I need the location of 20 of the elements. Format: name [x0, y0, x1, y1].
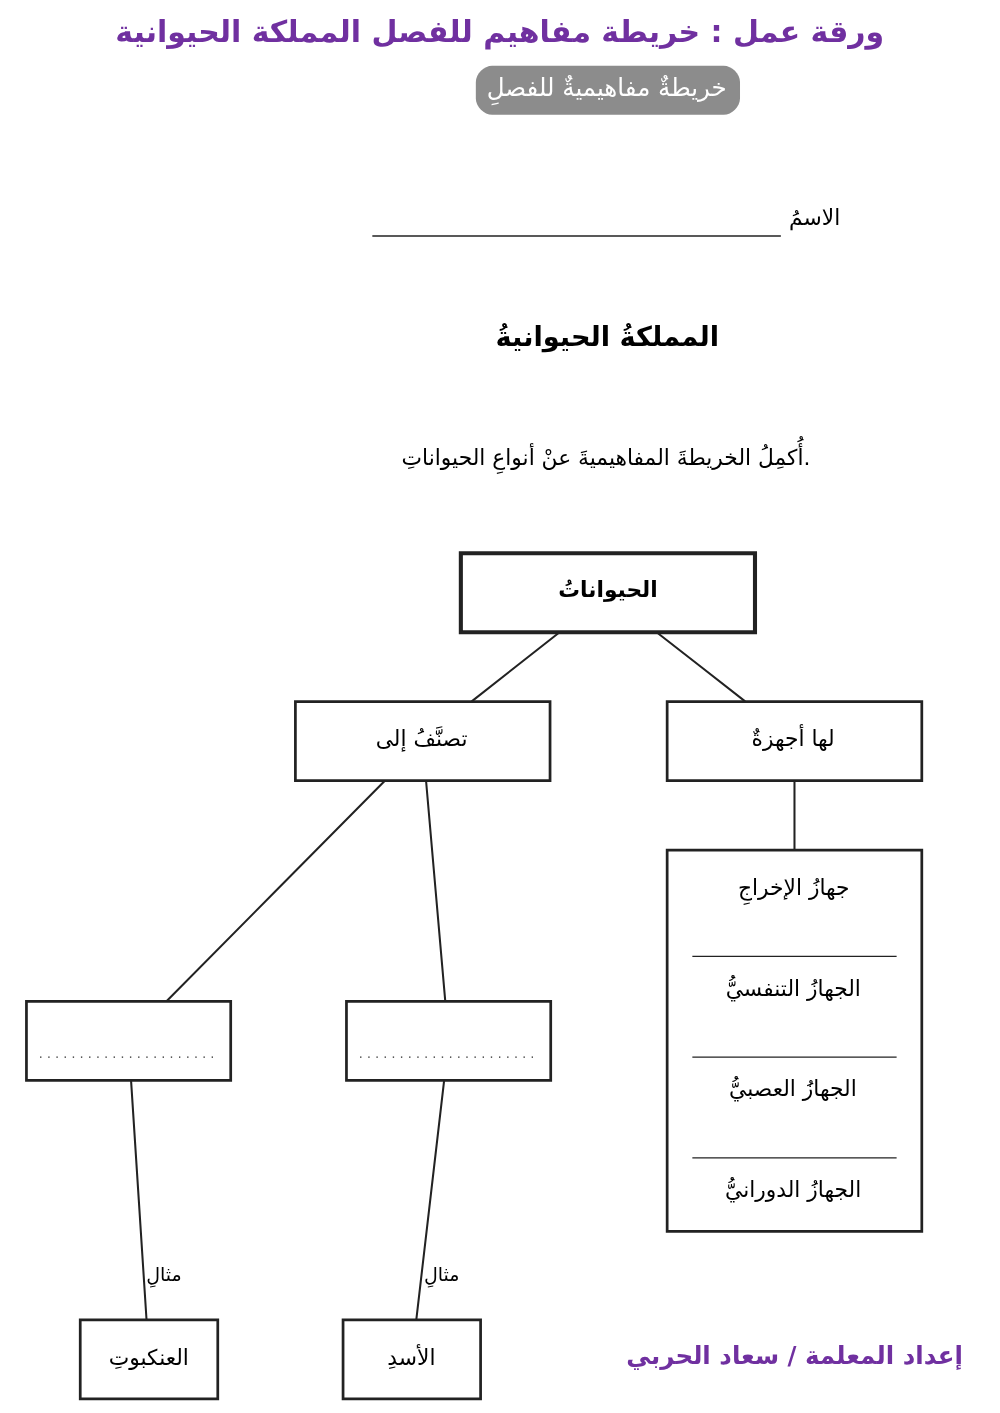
node-box: تصنَّفُ إلى	[294, 700, 552, 783]
node-box	[25, 999, 233, 1082]
node-box: العنكبوتِ	[78, 1318, 220, 1401]
node-box: جهازُ الإخراجِ الجهازُ التنفسيُّ الجهازُ العصبيُّ الجهازُ الدورانيُّ	[665, 848, 924, 1233]
label: خريطةٌ مفاهيميةٌ للفصلِ	[486, 73, 727, 103]
connector	[415, 1080, 446, 1320]
connector	[425, 780, 447, 1001]
diagram-title: ورقة عمل : خريطة مفاهيم للفصل المملكة الحيوانية	[115, 14, 885, 50]
node-box: الأسدِ	[341, 1318, 482, 1401]
connector	[793, 780, 796, 850]
connector	[656, 631, 746, 703]
caption: إعداد المعلمة / سعاد الحربي	[626, 1341, 963, 1371]
node-box: لها أجهزةٌ	[665, 700, 924, 783]
connector	[471, 631, 560, 703]
label: الاسمُ	[789, 204, 841, 230]
node-box: الحيواناتُ	[458, 551, 758, 635]
connector	[166, 780, 386, 1002]
label: المملكةُ الحيوانيةُ	[495, 321, 720, 353]
node-box	[345, 999, 553, 1082]
connector	[130, 1080, 148, 1320]
